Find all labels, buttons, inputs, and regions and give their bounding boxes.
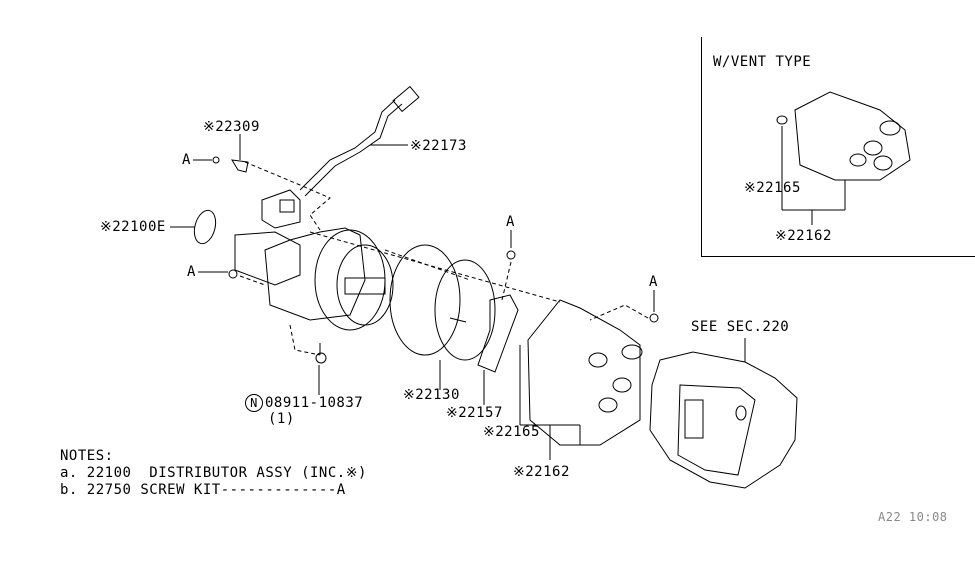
harness-assembly xyxy=(244,85,420,231)
distributor-housing xyxy=(198,227,394,395)
callout-bracket: ※22309 xyxy=(203,119,260,135)
distributor-cap xyxy=(519,299,643,460)
screw-right xyxy=(589,290,659,323)
callout-oring: ※22100E xyxy=(100,219,166,235)
n-symbol-icon: N xyxy=(245,394,263,412)
screw-marker: A xyxy=(187,264,196,280)
callout-rotor-plate: ※22130 xyxy=(403,387,460,403)
inset-title: W/VENT TYPE xyxy=(713,54,812,70)
screw-marker: A xyxy=(649,274,658,290)
note-a: a. 22100 DISTRIBUTOR ASSY (INC.※) xyxy=(60,465,367,481)
callout-vent: ※22165 xyxy=(483,424,540,440)
cover xyxy=(649,338,798,489)
callout-cap: ※22162 xyxy=(513,464,570,480)
callout-rotor: ※22157 xyxy=(446,405,503,421)
nut-part-number: 08911-10837 xyxy=(265,395,364,411)
screw-marker: A xyxy=(506,214,515,230)
inset-label-cap: ※22162 xyxy=(775,228,832,244)
notes-heading: NOTES: xyxy=(60,448,114,464)
rotor xyxy=(477,294,519,405)
note-b: b. 22750 SCREW KIT-------------A xyxy=(60,482,346,498)
o-ring xyxy=(193,209,217,245)
callout-see-section: SEE SEC.220 xyxy=(691,319,790,335)
rotor-plate xyxy=(389,244,496,390)
screw-top xyxy=(501,230,516,301)
bracket-22309 xyxy=(193,134,249,173)
inset-cap xyxy=(776,91,911,225)
vent-type-inset xyxy=(701,37,975,257)
nut-quantity: (1) xyxy=(268,411,295,427)
inset-label-vent: ※22165 xyxy=(744,180,801,196)
callout-harness: ※22173 xyxy=(410,138,467,154)
screw-marker: A xyxy=(182,152,191,168)
footer-code: A22 10:08 xyxy=(878,510,948,524)
